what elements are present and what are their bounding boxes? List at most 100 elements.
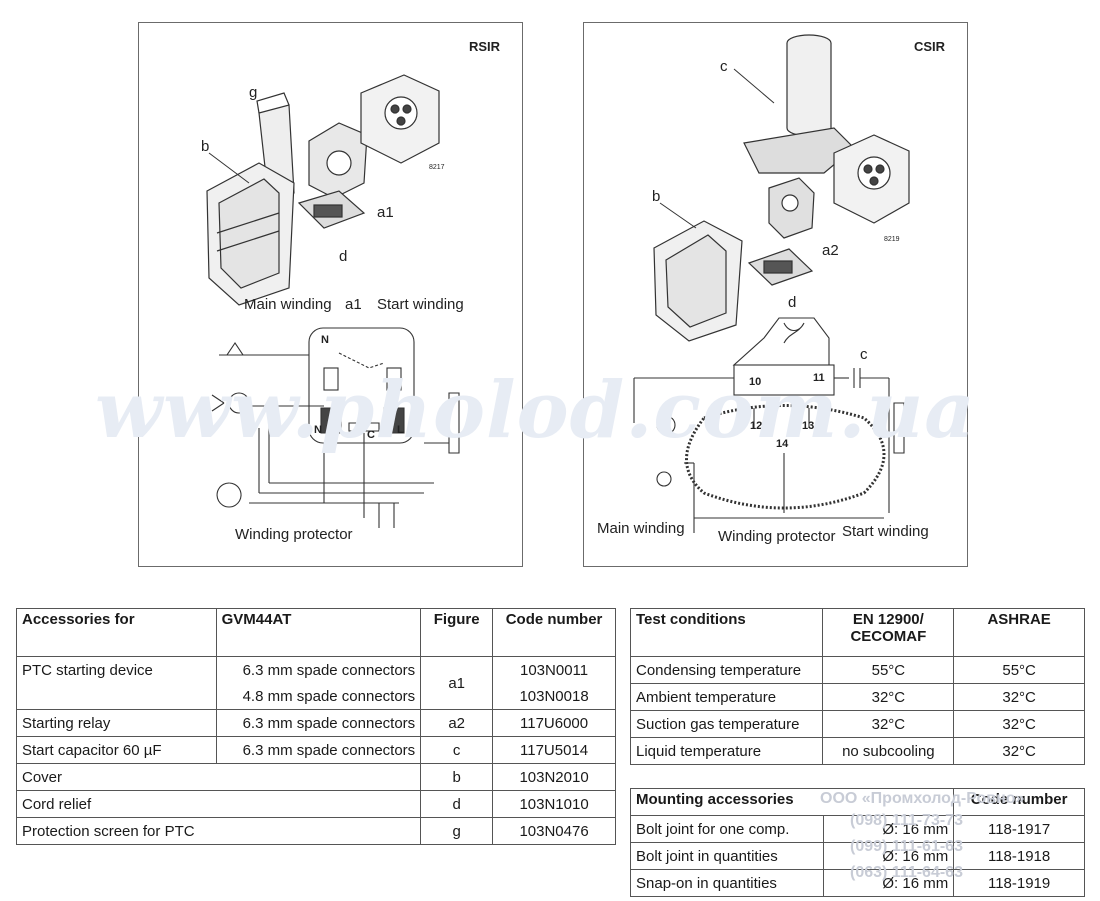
wiring-lines	[633, 317, 905, 533]
header-test-conditions: Test conditions	[629, 608, 824, 657]
main-winding-label: Main winding	[597, 520, 685, 537]
diagram-label-c: c	[860, 346, 868, 363]
part-label-a2: a2	[822, 242, 839, 259]
table-row: Snap-on in quantities Ø: 16 mm 118-1919	[630, 869, 1085, 897]
row-spec: 4.8 mm spade connectors	[215, 683, 422, 710]
header-code-number: Code number	[953, 788, 1085, 816]
row-ashrae: 32°C	[953, 737, 1085, 765]
terminal-box-part	[360, 74, 440, 164]
seller-phone-2: (099) 111-61-63	[850, 838, 963, 855]
csir-title: CSIR	[914, 39, 946, 54]
row-spec: 6.3 mm spade connectors	[215, 736, 422, 764]
row-en: no subcooling	[822, 737, 955, 765]
row-name: Start capacitor 60 µF	[16, 736, 217, 764]
cord-relief-part	[297, 190, 366, 229]
header-code-number: Code number	[492, 608, 616, 657]
start-winding-label: Start winding	[842, 523, 929, 540]
row-figure: c	[420, 736, 494, 764]
row-name: Protection screen for PTC	[15, 817, 422, 845]
part-label-b: b	[652, 188, 660, 205]
table-row: Condensing temperature 55°C 55°C	[629, 656, 1085, 684]
test-conditions-table: Test conditions EN 12900/CECOMAF ASHRAE …	[629, 608, 1085, 765]
row-spec: 6.3 mm spade connectors	[215, 656, 422, 683]
a1-label: a1	[345, 296, 362, 313]
terminal-14: 14	[776, 438, 789, 450]
row-code: 103N0011	[492, 656, 616, 683]
terminal-10: 10	[749, 376, 761, 388]
seller-name: ООО «Промхолод-Ровно»	[820, 790, 1025, 807]
row-en: 55°C	[822, 656, 955, 684]
row-code: 117U5014	[492, 736, 616, 764]
row-code: 118-1917	[953, 815, 1085, 843]
row-figure: g	[420, 817, 494, 845]
wiring-lines	[211, 327, 460, 528]
terminal-13: 13	[802, 420, 814, 432]
accessories-table: Accessories for GVM44AT Figure Code numb…	[15, 608, 616, 845]
table-row: Start capacitor 60 µF 6.3 mm spade conne…	[16, 736, 616, 764]
header-figure: Figure	[420, 608, 494, 657]
header-en12900: EN 12900/CECOMAF	[822, 608, 955, 657]
table-row: Protection screen for PTC g 103N0476	[15, 817, 616, 845]
row-name: Cord relief	[15, 790, 422, 818]
terminal-n-top: N	[321, 334, 329, 346]
row-name: Suction gas temperature	[629, 710, 824, 738]
part-code: 8219	[884, 236, 900, 243]
table-row: 4.8 mm spade connectors 103N0018	[16, 683, 616, 710]
table-row: Liquid temperature no subcooling 32°C	[629, 737, 1085, 765]
row-figure: a1	[420, 656, 494, 710]
row-code: 118-1918	[953, 842, 1085, 870]
header-ashrae: ASHRAE	[953, 608, 1085, 657]
row-name: Bolt joint in quantities	[630, 842, 824, 870]
row-name: Snap-on in quantities	[630, 869, 824, 897]
row-name: Liquid temperature	[629, 737, 824, 765]
row-code: 103N0476	[492, 817, 616, 845]
terminal-c: C	[367, 429, 375, 441]
table-row: Bolt joint for one comp. Ø: 16 mm 118-19…	[630, 815, 1085, 843]
seller-phone-3: (063) 111-64-63	[850, 864, 963, 881]
row-name: Starting relay	[16, 709, 217, 737]
watermark: www.pholod.com.ua	[95, 365, 976, 456]
table-row: PTC starting device 6.3 mm spade connect…	[16, 656, 616, 710]
row-name: PTC starting device	[16, 656, 217, 683]
terminal-l: L	[397, 424, 404, 436]
terminal-box-part	[833, 134, 910, 224]
main-winding-label: Main winding	[244, 296, 332, 313]
row-figure: a2	[420, 709, 494, 737]
table-row: Starting relay 6.3 mm spade connectors a…	[16, 709, 616, 737]
row-name: Condensing temperature	[629, 656, 824, 684]
row-figure: b	[420, 763, 494, 791]
part-code: 8217	[429, 164, 445, 171]
part-label-d: d	[339, 248, 347, 265]
table-row: Suction gas temperature 32°C 32°C	[629, 710, 1085, 738]
row-code: 103N0018	[492, 683, 616, 710]
row-code: 103N2010	[492, 763, 616, 791]
row-ashrae: 55°C	[953, 656, 1085, 684]
table-row: Cord relief d 103N1010	[15, 790, 616, 818]
csir-diagram: CSIR c 8219 a2 d	[597, 34, 946, 545]
start-capacitor-part	[743, 34, 855, 174]
csir-figure-panel: CSIR c 8219 a2 d	[583, 22, 968, 567]
table-row: Ambient temperature 32°C 32°C	[629, 683, 1085, 711]
table-row: Bolt joint in quantities Ø: 16 mm 118-19…	[630, 842, 1085, 870]
cover-part	[206, 162, 295, 306]
seller-phone-1: (098) 111-73-73	[850, 812, 963, 829]
header-model: GVM44AT	[215, 608, 422, 657]
rsir-title: RSIR	[469, 39, 501, 54]
row-name: Bolt joint for one comp.	[630, 815, 824, 843]
terminal-11: 11	[813, 372, 825, 384]
row-ashrae: 32°C	[953, 710, 1085, 738]
part-label-a1: a1	[377, 204, 394, 221]
row-en: 32°C	[822, 710, 955, 738]
rsir-diagram: RSIR g b a1 d	[201, 39, 501, 543]
ptc-device-part	[308, 122, 368, 199]
row-figure: d	[420, 790, 494, 818]
start-winding-label: Start winding	[377, 296, 464, 313]
terminal-12: 12	[750, 420, 762, 432]
cord-relief-part	[747, 248, 814, 286]
mounting-accessories-table: Mounting accessories Code number Bolt jo…	[629, 788, 1085, 897]
part-label-b: b	[201, 138, 209, 155]
cover-part	[653, 220, 743, 342]
header-en12900-line2: CECOMAF	[850, 628, 927, 645]
part-label-c: c	[720, 58, 728, 75]
row-name: Cover	[15, 763, 422, 791]
